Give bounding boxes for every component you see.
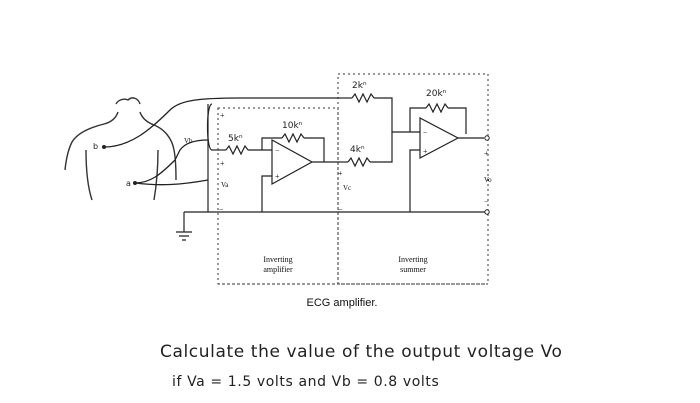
torso-outline [64,97,177,201]
stage1-label-line2: amplifier [263,265,293,274]
r-summer-b-label: 4kⁿ [350,145,365,155]
plus-sign: + [220,159,225,168]
stage2-label-line2: summer [400,265,426,274]
r-input-label: 5kⁿ [228,134,243,144]
vo-minus: − [484,197,489,206]
question-line2: if Va = 1.5 volts and Vb = 0.8 volts [172,374,439,390]
minus-sign: − [219,205,224,214]
opamp1-plus: + [275,172,280,181]
node-vo-label: Vo [484,176,492,184]
input-terminals [206,103,213,212]
figure-caption: ECG amplifier. [307,297,378,309]
question-line1: Calculate the value of the output voltag… [160,342,563,362]
output-terminal-bottom [484,209,490,215]
ground-rail [176,211,485,241]
node-va-label: Va [221,181,229,189]
stage1-wiring [212,132,338,212]
vo-plus: + [484,149,489,158]
node-vb-label: Vb [184,137,193,145]
vc-plus: + [338,169,343,178]
stage1-label-line1: Inverting [263,255,292,264]
electrode-b-label: b [93,142,98,151]
r-feedback2-label: 20kⁿ [426,89,447,99]
electrode-a-label: a [126,179,131,188]
output-terminal-top [484,135,490,141]
stage-boxes [217,73,489,285]
vc-minus: − [338,205,343,214]
plus-sign: + [220,111,225,120]
stage2-wiring [338,92,484,212]
r-feedback1-label: 10kⁿ [282,121,303,131]
lead-wires [103,97,338,186]
r-summer-a-label: 2kⁿ [352,81,367,91]
opamp2-plus: + [423,147,428,156]
node-vc-label: Vc [343,184,351,192]
opamp1-minus: − [275,146,280,155]
opamp2-minus: − [423,128,428,137]
stage2-label-line1: Inverting [398,255,427,264]
